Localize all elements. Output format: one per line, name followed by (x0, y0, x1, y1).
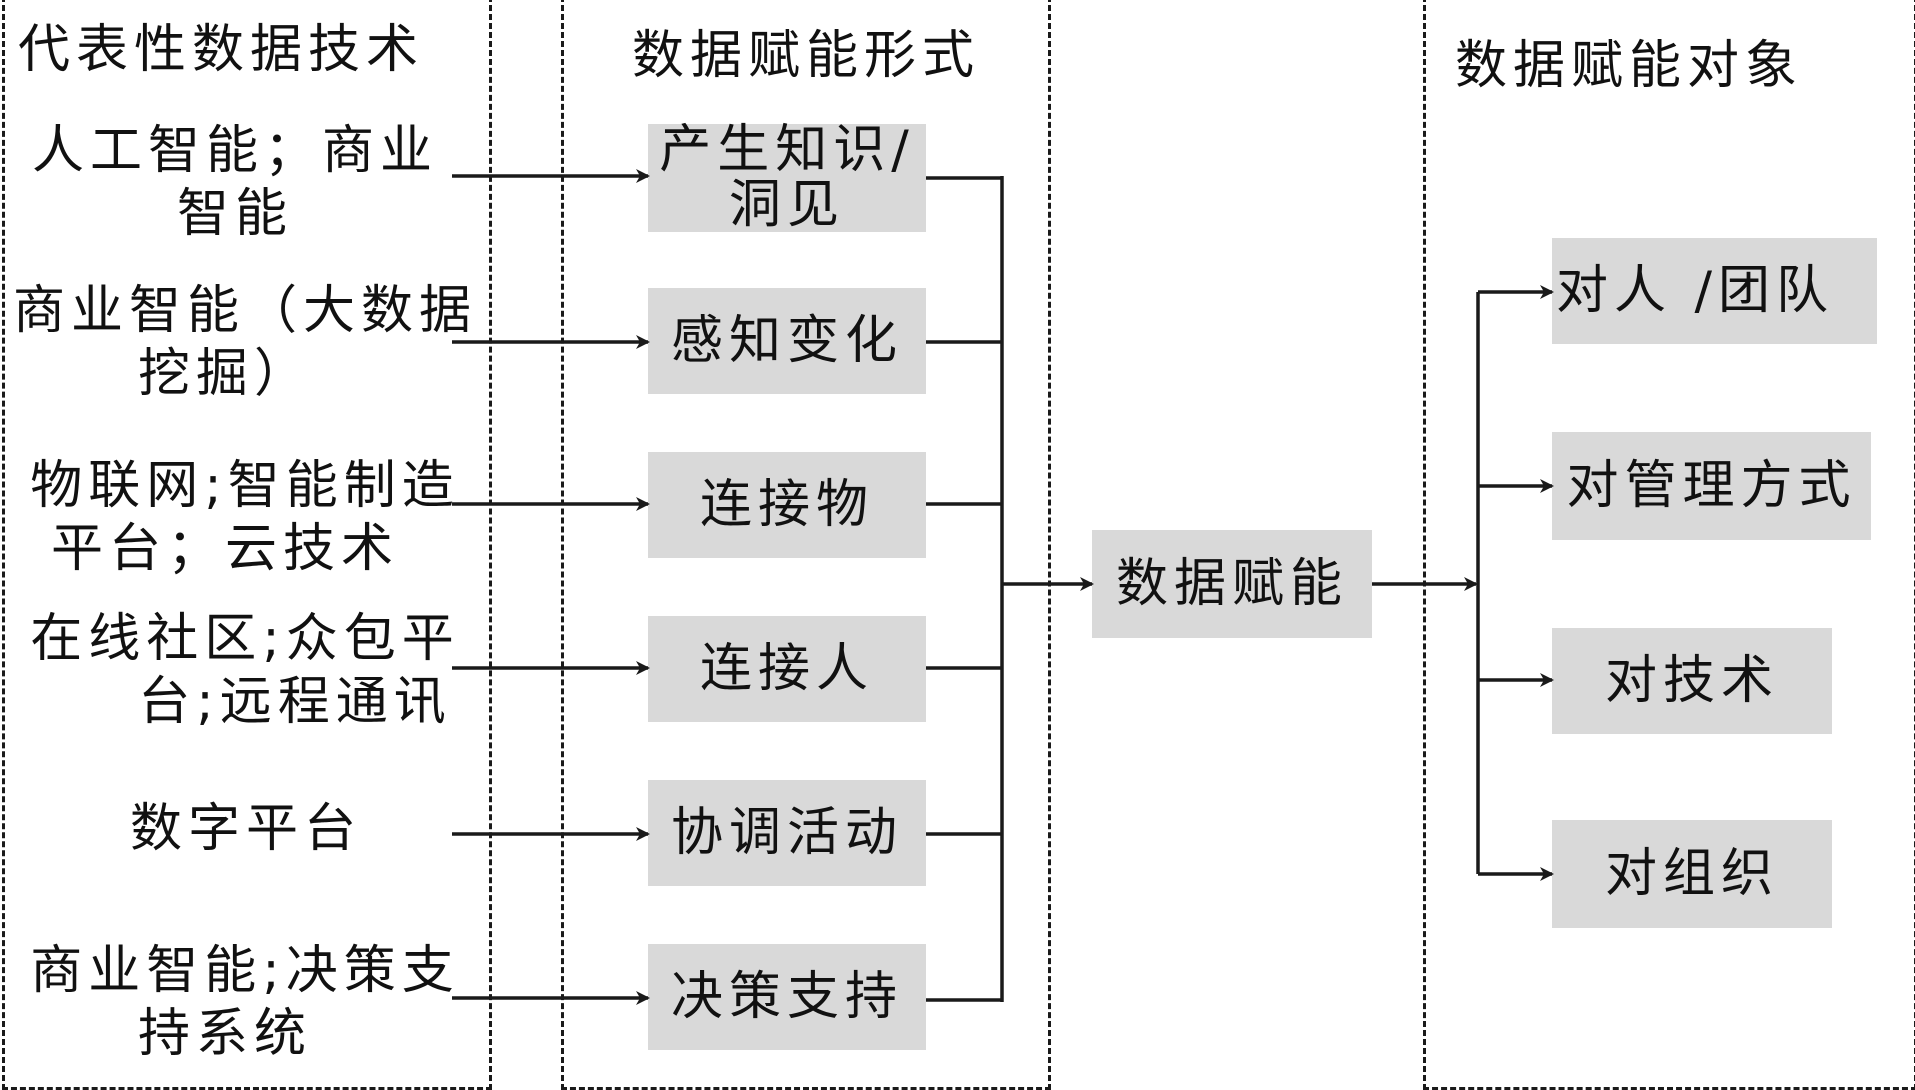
tech-label-iot: 物联网;智能制造 平台；云技术 (10, 455, 480, 582)
tech-label-line: 智能 (176, 184, 293, 245)
form-box-sense-change: 感知变化 (648, 288, 926, 394)
tech-panel-title: 代表性数据技术 (18, 20, 425, 80)
tech-label-line: 商业智能;决策支 (30, 941, 460, 1001)
form-box-knowledge: 产生知识/ 洞见 (648, 120, 926, 235)
tech-label-digital-platform: 数字平台 (130, 798, 450, 861)
tech-label-ai: 人工智能；商业 智能 (10, 120, 460, 247)
tech-label-line: 平台；云技术 (50, 519, 399, 580)
target-box-people-team: 对人 /团队 (1552, 238, 1877, 344)
form-box-connect-things: 连接物 (648, 452, 926, 558)
target-box-management: 对管理方式 (1552, 432, 1871, 540)
form-box-line: 产生知识/ (659, 120, 915, 181)
form-box-coordinate: 协调活动 (648, 780, 926, 886)
tech-label-line: 数字平台 (130, 799, 363, 859)
tech-label-bi-bigdata: 商业智能（大数据 挖掘） (5, 280, 485, 407)
tech-label-line: 台;远程通讯 (138, 672, 452, 733)
tech-label-online-community: 在线社区;众包平 台;远程通讯 (5, 608, 485, 735)
form-box-decision-support: 决策支持 (648, 944, 926, 1050)
form-box-line: 连接人 (699, 638, 874, 699)
tech-label-line: 商业智能（大数据 (12, 281, 477, 341)
form-panel-title: 数据赋能形式 (632, 26, 981, 86)
form-box-line: 洞见 (728, 175, 845, 235)
form-box-line: 协调活动 (670, 802, 903, 863)
tech-label-line: 人工智能；商业 (31, 121, 438, 181)
target-box-organization: 对组织 (1552, 820, 1832, 928)
tech-label-line: 物联网;智能制造 (30, 456, 460, 516)
form-box-line: 感知变化 (670, 310, 903, 371)
target-box-technology: 对技术 (1552, 628, 1832, 734)
center-box-data-empowerment: 数据赋能 (1092, 530, 1372, 638)
tech-label-dss: 商业智能;决策支 持系统 (5, 940, 485, 1067)
tech-label-line: 在线社区;众包平 (30, 609, 460, 669)
form-box-line: 连接物 (699, 474, 874, 535)
form-box-connect-people: 连接人 (648, 616, 926, 722)
tech-label-line: 挖掘） (137, 344, 312, 405)
form-box-line: 决策支持 (670, 966, 903, 1027)
target-panel-title: 数据赋能对象 (1455, 36, 1804, 96)
tech-label-line: 持系统 (137, 1004, 312, 1065)
